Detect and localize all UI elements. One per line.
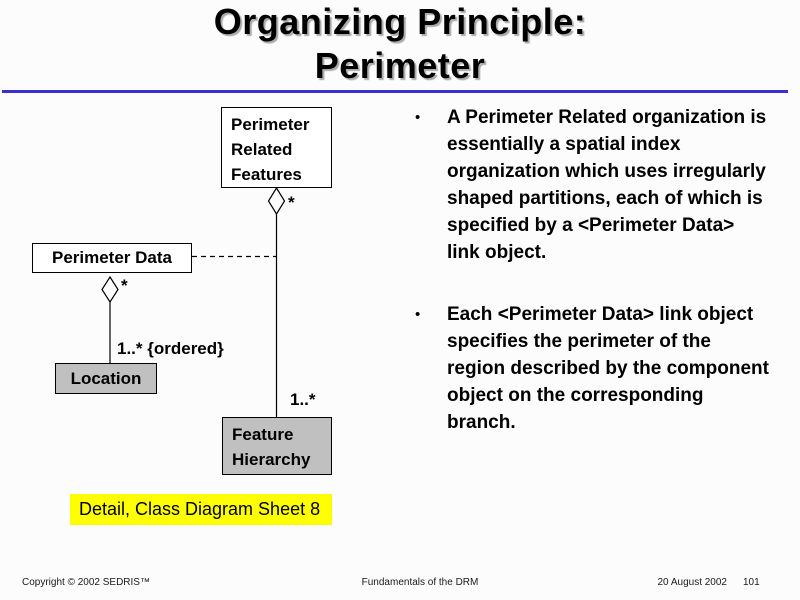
aggregation-diamond-icon-left [101,275,119,304]
bullet-text: A Perimeter Related organization is esse… [447,107,767,263]
class-box-label: Location [70,369,142,388]
class-box-label: Related [231,140,293,159]
title-line-1: Organizing Principle: [213,1,587,42]
bullet-item: • Each <Perimeter Data> link object spec… [408,301,788,436]
multiplicity-label-mid: * [121,276,128,295]
class-box-feature-hierarchy: Feature Hierarchy [222,417,332,475]
class-box-label: Feature [232,425,294,444]
multiplicity-label-ordered: 1..* {ordered} [117,339,224,358]
class-box-location: Location [55,363,157,394]
diagram-caption: Detail, Class Diagram Sheet 8 [70,494,333,525]
footer-date: 20 August 2002 [657,577,727,588]
bullet-list: • A Perimeter Related organization is es… [408,104,788,471]
footer-copyright: Copyright © 2002 SEDRIS™ [22,577,150,588]
bullet-dot: • [415,306,421,323]
multiplicity-label-top: * [288,193,295,212]
title-underline [2,90,788,93]
multiplicity-label-feature: 1..* [290,390,316,409]
bullet-dot: • [415,109,421,126]
class-box-label: Perimeter [231,115,310,134]
footer-page-number: 101 [743,577,760,588]
class-box-label: Hierarchy [232,450,311,469]
bullet-item: • A Perimeter Related organization is es… [408,104,788,266]
title-line-2: Perimeter [314,45,486,86]
class-box-label: Features [231,165,302,184]
bullet-text: Each <Perimeter Data> link object specif… [447,304,769,433]
aggregation-diamond-icon-top [267,186,286,216]
footer-course-title: Fundamentals of the DRM [361,577,479,588]
class-box-perimeter-data: Perimeter Data [32,243,192,273]
class-box-perimeter-related-features: Perimeter Related Features [221,107,332,188]
slide-title: Organizing Principle: Perimeter [0,0,800,88]
class-box-label: Perimeter Data [51,248,172,267]
